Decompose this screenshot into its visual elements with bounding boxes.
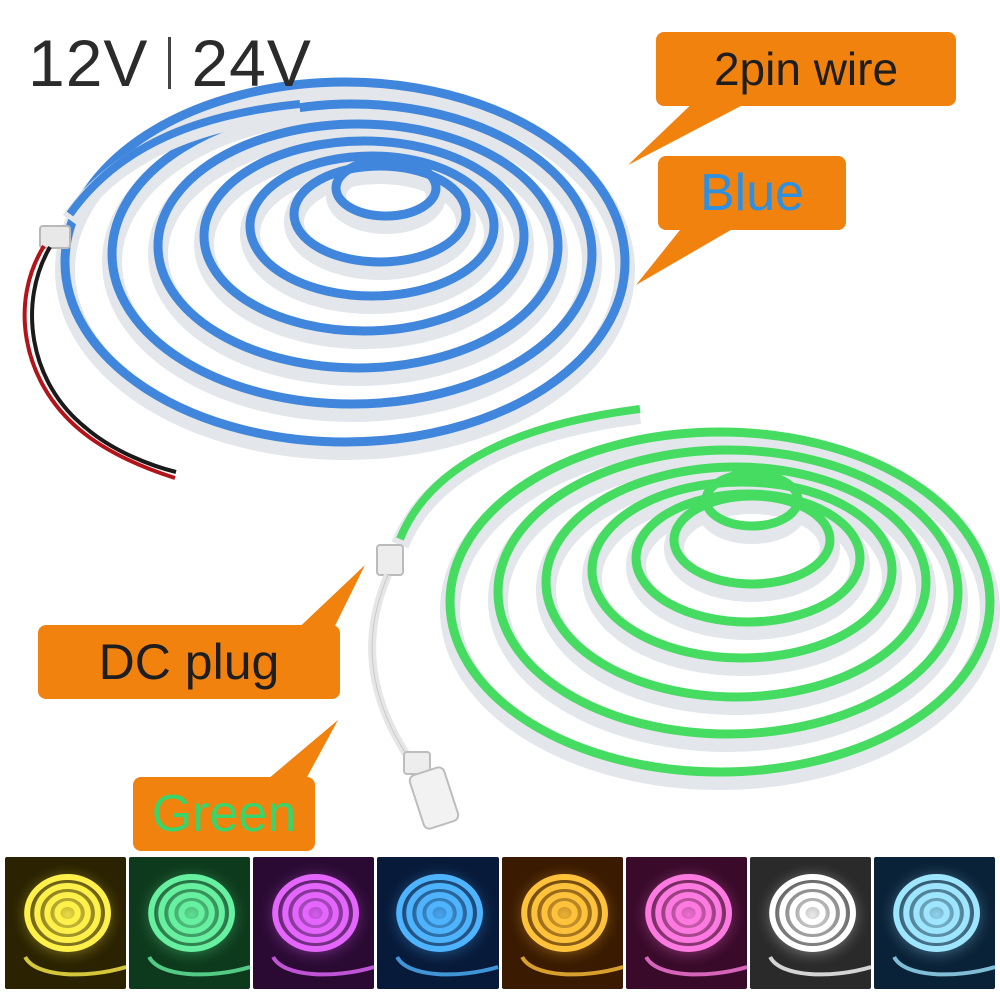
green-coil [368,405,1000,830]
swatch-coil-white [753,861,871,977]
callout-dc-plug: DC plug [38,625,340,699]
blue-callout-tail [636,220,748,285]
swatch-pink [625,857,747,989]
green-callout-tail [255,720,338,790]
swatch-purple [253,857,375,989]
voltage-separator [168,37,172,89]
swatch-white [749,857,871,989]
swatch-coil-blue [381,861,499,977]
swatch-blue [377,857,499,989]
dc-callout-tail [290,565,365,636]
swatch-coil-green [133,861,251,977]
green-connector [376,544,404,576]
neon-coils-illustration [22,77,1000,830]
swatch-orange [501,857,623,989]
dc-plug [403,751,460,830]
wire-callout-tail [628,96,760,165]
callout-dc-plug-label: DC plug [98,634,280,690]
swatch-yellow [5,857,127,989]
callout-green-label: Green [151,785,297,843]
swatch-coil-orange [505,861,623,977]
color-swatch-strip [5,857,995,989]
swatch-coil-purple [257,861,375,977]
red-wire [22,244,176,480]
callout-2pin-wire: 2pin wire [656,32,956,106]
callout-green: Green [133,777,315,851]
swatch-coil-yellow [9,861,127,977]
swatch-coil-ice-blue [877,861,995,977]
blue-coil [22,77,635,480]
black-wire [30,245,177,474]
callout-blue: Blue [658,156,846,230]
voltage-heading: 12V 24V [28,30,312,96]
callout-2pin-wire-label: 2pin wire [713,43,899,95]
swatch-green [129,857,251,989]
voltage-24v: 24V [191,26,312,100]
voltage-12v: 12V [28,26,149,100]
swatch-coil-pink [629,861,747,977]
blue-connector [39,225,71,249]
swatch-ice-blue [873,857,995,989]
callout-blue-label: Blue [699,164,805,222]
